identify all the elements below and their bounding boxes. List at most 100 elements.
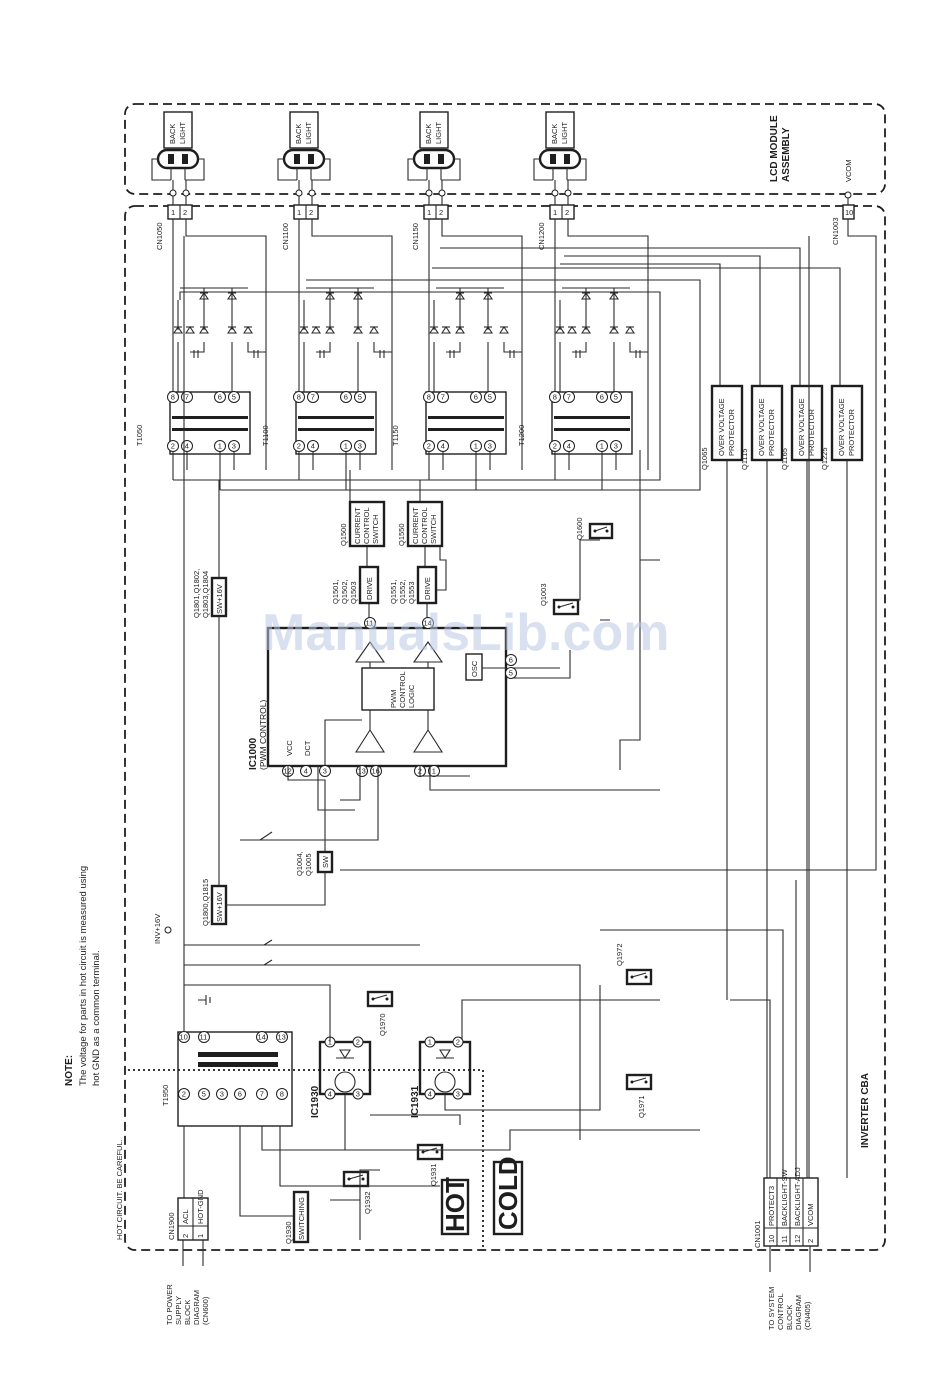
svg-text:HOT-GND: HOT-GND: [196, 1189, 205, 1224]
inverter-cba-frame: INVERTER CBA: [124, 205, 886, 1251]
svg-text:LIGHT: LIGHT: [434, 121, 443, 144]
pin-label: 1: [328, 1038, 332, 1047]
pin-label: 2: [456, 1038, 460, 1047]
svg-text:OVER VOLTAGE: OVER VOLTAGE: [757, 398, 766, 456]
pin-label: 11: [366, 619, 374, 628]
note-line2: hot GND as a common terminal.: [91, 950, 102, 1086]
svg-text:10: 10: [767, 1235, 776, 1243]
pin-label: 3: [488, 442, 492, 451]
svg-text:OVER VOLTAGE: OVER VOLTAGE: [837, 398, 846, 456]
pin-label: 4: [428, 1090, 432, 1099]
pin-label: 2: [297, 442, 301, 451]
pin-label: 2: [171, 442, 175, 451]
svg-text:LOGIC: LOGIC: [407, 684, 416, 708]
svg-text:2: 2: [183, 208, 187, 217]
svg-text:11: 11: [780, 1235, 789, 1243]
pin-label: 14: [424, 619, 432, 628]
drive-b: DRIVE Q1551, Q1552, Q1553: [389, 565, 438, 605]
pin-label: 7: [260, 1090, 264, 1099]
note: NOTE: The voltage for parts in hot circu…: [64, 866, 102, 1086]
svg-text:DIAGRAM: DIAGRAM: [794, 1295, 803, 1330]
cn1900: 2 ACL 1 HOT-GND CN1900 TO POWER SUPPLY B…: [165, 1189, 210, 1325]
pin-label: 7: [441, 393, 445, 402]
svg-text:Q1930: Q1930: [284, 1221, 293, 1244]
svg-text:PROTECTOR: PROTECTOR: [847, 408, 856, 456]
pin-label: 1: [428, 1038, 432, 1047]
protector-ref: Q1225: [820, 447, 829, 470]
cold-label: COLD: [493, 1156, 523, 1230]
connector-label: CN1150: [411, 223, 420, 250]
pin-label: 4: [185, 442, 189, 451]
svg-text:PROTECTOR: PROTECTOR: [727, 408, 736, 456]
pin-label: 7: [567, 393, 571, 402]
pin-label: 4: [328, 1090, 332, 1099]
pin-label: 6: [218, 393, 222, 402]
svg-text:BLOCK: BLOCK: [785, 1305, 794, 1330]
pin-label: 2: [356, 1038, 360, 1047]
svg-text:BACK: BACK: [168, 124, 177, 144]
pin-label: 3: [220, 1090, 224, 1099]
transistor-ref: Q1931: [429, 1163, 438, 1186]
svg-text:1: 1: [553, 208, 557, 217]
svg-text:Q1501,: Q1501,: [331, 579, 340, 604]
svg-text:(CN600): (CN600): [201, 1296, 210, 1325]
lcd-module-assembly: LCD MODULE ASSEMBLY VCOM: [124, 103, 886, 199]
svg-text:PROTECTOR: PROTECTOR: [767, 408, 776, 456]
pin-label: 14: [258, 1033, 266, 1042]
cn1001: 10 PROTECT3 11 BACKLIGHT-SW 12 BACKLIGHT…: [600, 236, 819, 1330]
transistor-ref: Q1970: [378, 1013, 387, 1036]
drive-a: DRIVE Q1501, Q1502, Q1503: [331, 565, 380, 605]
pin-label: 8: [280, 1090, 284, 1099]
svg-text:1: 1: [427, 208, 431, 217]
pin-label: 16: [372, 767, 380, 776]
protector-ref: Q1115: [740, 449, 749, 470]
svg-text:DRIVE: DRIVE: [423, 577, 432, 600]
switching-q1930: SWITCHING Q1930: [284, 1190, 310, 1244]
svg-text:LIGHT: LIGHT: [560, 121, 569, 144]
svg-text:CONTROL: CONTROL: [398, 671, 407, 708]
svg-text:BACK: BACK: [294, 124, 303, 144]
ic1930-label: IC1930: [310, 1085, 321, 1118]
svg-text:CONTROL: CONTROL: [362, 507, 371, 544]
svg-text:BACK: BACK: [550, 124, 559, 144]
pin-label: 6: [474, 393, 478, 402]
pin-label: 1: [344, 442, 348, 451]
pin-label: 3: [614, 442, 618, 451]
transistor-ref: Q1972: [615, 943, 624, 966]
svg-text:Q1502,: Q1502,: [340, 579, 349, 604]
transformer-label: T1100: [261, 425, 270, 446]
pin-label: 5: [614, 393, 618, 402]
svg-text:TO POWER: TO POWER: [165, 1284, 174, 1325]
sw16v-top: SW+16V Q1801,Q1802, Q1803,Q1804: [192, 569, 228, 618]
pin-label: 5: [232, 393, 236, 402]
hot-label: HOT: [440, 1177, 470, 1232]
svg-text:TO SYSTEM: TO SYSTEM: [767, 1287, 776, 1330]
lamp-section-wiring: [172, 219, 267, 470]
svg-text:Q1004,: Q1004,: [295, 851, 304, 876]
transistor-ref: Q1003: [539, 583, 548, 606]
note-line1: The voltage for parts in hot circuit is …: [78, 866, 89, 1086]
svg-text:OVER VOLTAGE: OVER VOLTAGE: [717, 398, 726, 456]
pin-label: 2: [553, 442, 557, 451]
sw-q1004: SW Q1004, Q1005: [295, 850, 334, 876]
pin-label: 5: [488, 393, 492, 402]
pin-label: 6: [600, 393, 604, 402]
pin-label: 3: [456, 1090, 460, 1099]
hot-circuit-warning: HOT CIRCUIT. BE CAREFUL.: [115, 1139, 124, 1240]
pin-label: 1: [218, 442, 222, 451]
dct-label: DCT: [303, 740, 312, 756]
svg-text:Q1005: Q1005: [304, 853, 313, 876]
svg-text:Q1801,Q1802,: Q1801,Q1802,: [192, 569, 201, 618]
protector-ref: Q1165: [780, 448, 789, 470]
